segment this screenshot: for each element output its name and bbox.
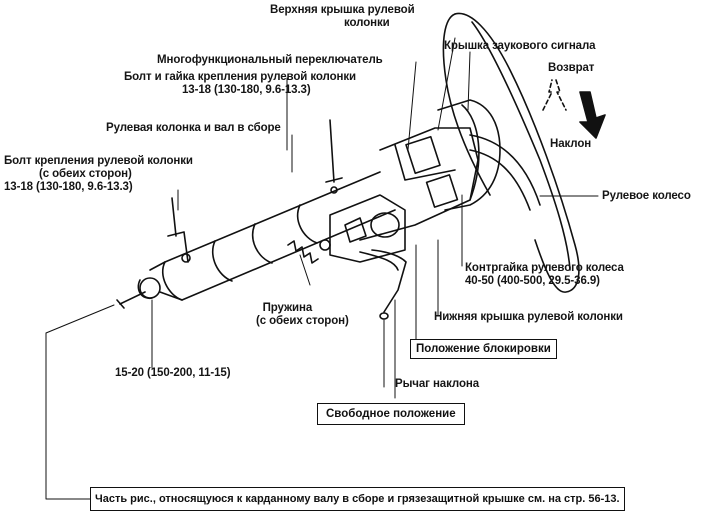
tilt-arrow	[579, 91, 606, 139]
label-upper-column-cover: Верхняя крышка рулевой колонки	[270, 4, 415, 30]
lock-position-box: Положение блокировки	[410, 339, 557, 359]
horn-cover	[437, 99, 501, 211]
label-spring-line1: Пружина	[262, 302, 313, 314]
free-position-box: Свободное положение	[317, 403, 465, 425]
label-mount-bolt-line2: (с обеих сторон)	[39, 168, 132, 180]
label-tilt: Наклон	[550, 138, 592, 150]
label-column-shaft-assy: Рулевая колонка и вал в сборе	[106, 122, 281, 134]
label-wheel-locknut-torque: 40-50 (400-500, 29.5-36.9)	[465, 275, 600, 287]
label-tilt-lever: Рычаг наклона	[395, 378, 480, 390]
label-mount-bolt-torque: 13-18 (130-180, 9.6-13.3)	[4, 181, 133, 193]
steering-column-tube	[116, 171, 396, 309]
label-column-bolt-nut-text: Болт и гайка крепления рулевой колонки	[124, 71, 356, 83]
label-spring-line2: (с обеих сторон)	[256, 315, 349, 327]
label-multifunction-switch: Многофункциональный переключатель	[157, 54, 383, 66]
label-wheel-locknut: Контргайка рулевого колеса 40-50 (400-50…	[465, 262, 624, 288]
label-steering-wheel: Рулевое колесо	[602, 190, 691, 202]
label-column-bolt-nut: Болт и гайка крепления рулевой колонки 1…	[124, 71, 356, 97]
label-mount-bolt: Болт крепления рулевой колонки (с обеих …	[4, 155, 193, 194]
leader-lines	[45, 37, 599, 500]
label-horn-cover: Крышка заукового сигнала	[444, 40, 596, 52]
tilt-lever-drawing	[359, 249, 407, 320]
steering-wheel	[442, 12, 580, 293]
label-column-bolt-nut-torque: 13-18 (130-180, 9.6-13.3)	[182, 84, 311, 96]
label-upper-column-cover-line1: Верхняя крышка рулевой	[270, 4, 415, 16]
label-upper-column-cover-line2: колонки	[344, 17, 390, 29]
label-spring: Пружина (с обеих сторон)	[256, 302, 349, 328]
label-return: Возврат	[548, 62, 595, 74]
spring-coil	[287, 240, 319, 264]
column-bolt-nut	[325, 119, 343, 194]
direction-arrows	[542, 79, 567, 111]
label-joint-torque: 15-20 (150-200, 11-15)	[115, 367, 231, 379]
footnote-box: Часть рис., относящуюся к карданному вал…	[90, 487, 625, 511]
tilt-mechanism	[287, 194, 406, 264]
label-mount-bolt-line1: Болт крепления рулевой колонки	[4, 155, 193, 167]
upper-column-cover	[359, 127, 479, 241]
mount-bracket-left	[167, 197, 191, 263]
label-lower-cover: Нижняя крышка рулевой колонки	[434, 311, 623, 323]
label-wheel-locknut-text: Контргайка рулевого колеса	[465, 262, 624, 274]
